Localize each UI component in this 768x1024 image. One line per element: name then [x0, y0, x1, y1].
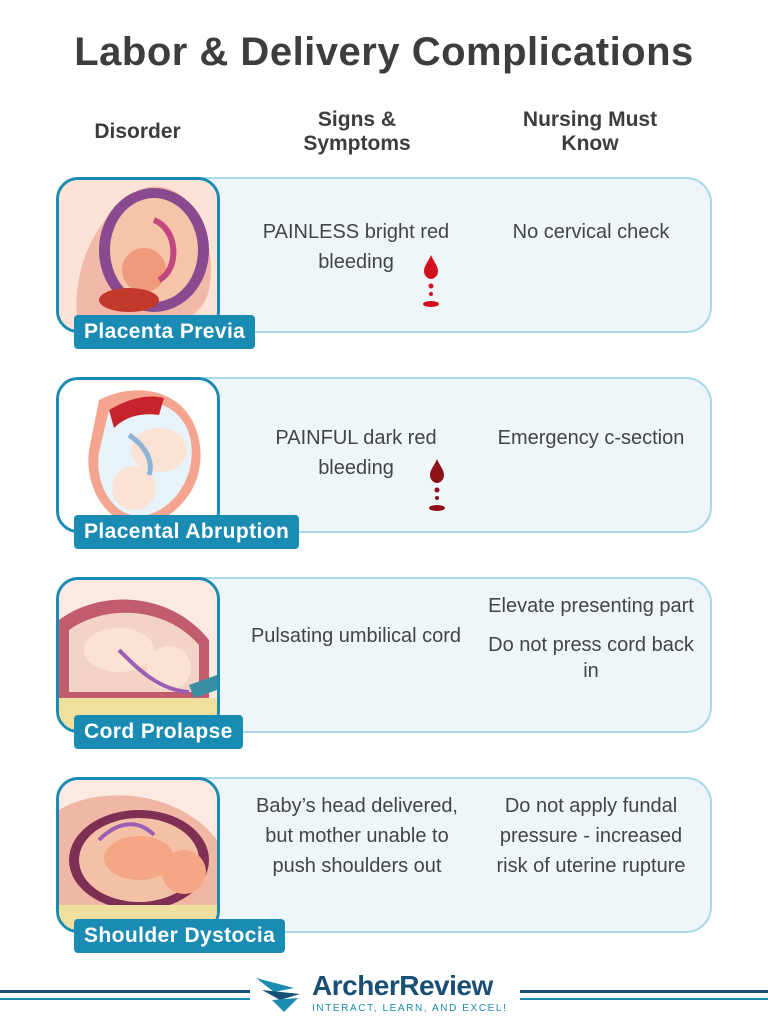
nursing-line: Elevate presenting part [488, 595, 694, 617]
table-row: Placenta Previa PAINLESS bright red blee… [56, 177, 712, 349]
nursing-text: Elevate presenting part Do not press cor… [486, 593, 696, 684]
disorder-label: Shoulder Dystocia [74, 919, 286, 953]
row-card [176, 177, 712, 333]
nursing-line: Do not press cord back in [488, 634, 694, 682]
nursing-line: Do not apply fundal pressure - increased… [496, 795, 686, 877]
nursing-text: No cervical check [486, 217, 696, 247]
blood-drop-icon [429, 459, 445, 511]
footer-divider-right-accent [520, 998, 768, 1000]
signs-text: PAINLESS bright red bleeding [262, 221, 450, 273]
disorder-label: Placenta Previa [74, 315, 256, 349]
nursing-text: Do not apply fundal pressure - increased… [496, 791, 686, 881]
brand-name: ArcherReview [312, 970, 493, 1001]
nursing-text: Emergency c-section [486, 423, 696, 453]
page-title: Labor & Delivery Complications [74, 30, 694, 74]
column-header-nursing: Nursing Must Know [522, 108, 658, 155]
column-header-disorder: Disorder [94, 120, 181, 143]
table-row: Placental Abruption PAINFUL dark red ble… [56, 377, 712, 549]
brand-tagline: INTERACT, LEARN, AND EXCEL! [312, 1003, 508, 1014]
disorder-label: Cord Prolapse [74, 715, 243, 749]
signs-text: PAINFUL dark red bleeding [275, 427, 437, 479]
footer-divider-left-accent [0, 998, 250, 1000]
signs-text: Baby’s head delivered, but mother unable… [256, 795, 458, 877]
column-header-signs: Signs & Symptoms [303, 108, 411, 155]
cord-prolapse-illustration [56, 577, 220, 733]
placenta-previa-illustration [56, 177, 220, 333]
placental-abruption-illustration [56, 377, 220, 533]
archer-arrow-icon [256, 978, 300, 1012]
blood-drop-icon [423, 255, 439, 307]
row-card [176, 577, 712, 733]
row-card [176, 777, 712, 933]
footer-divider-right [520, 990, 768, 993]
shoulder-dystocia-illustration [56, 777, 220, 933]
disorder-label: Placental Abruption [74, 515, 300, 549]
table-row: Cord Prolapse Pulsating umbilical cord E… [56, 577, 712, 749]
nursing-line: Emergency c-section [497, 427, 685, 449]
footer-divider-left [0, 990, 250, 993]
signs-text: Pulsating umbilical cord [250, 625, 462, 647]
nursing-line: No cervical check [512, 221, 670, 243]
table-row: Shoulder Dystocia Baby’s head delivered,… [56, 777, 712, 953]
